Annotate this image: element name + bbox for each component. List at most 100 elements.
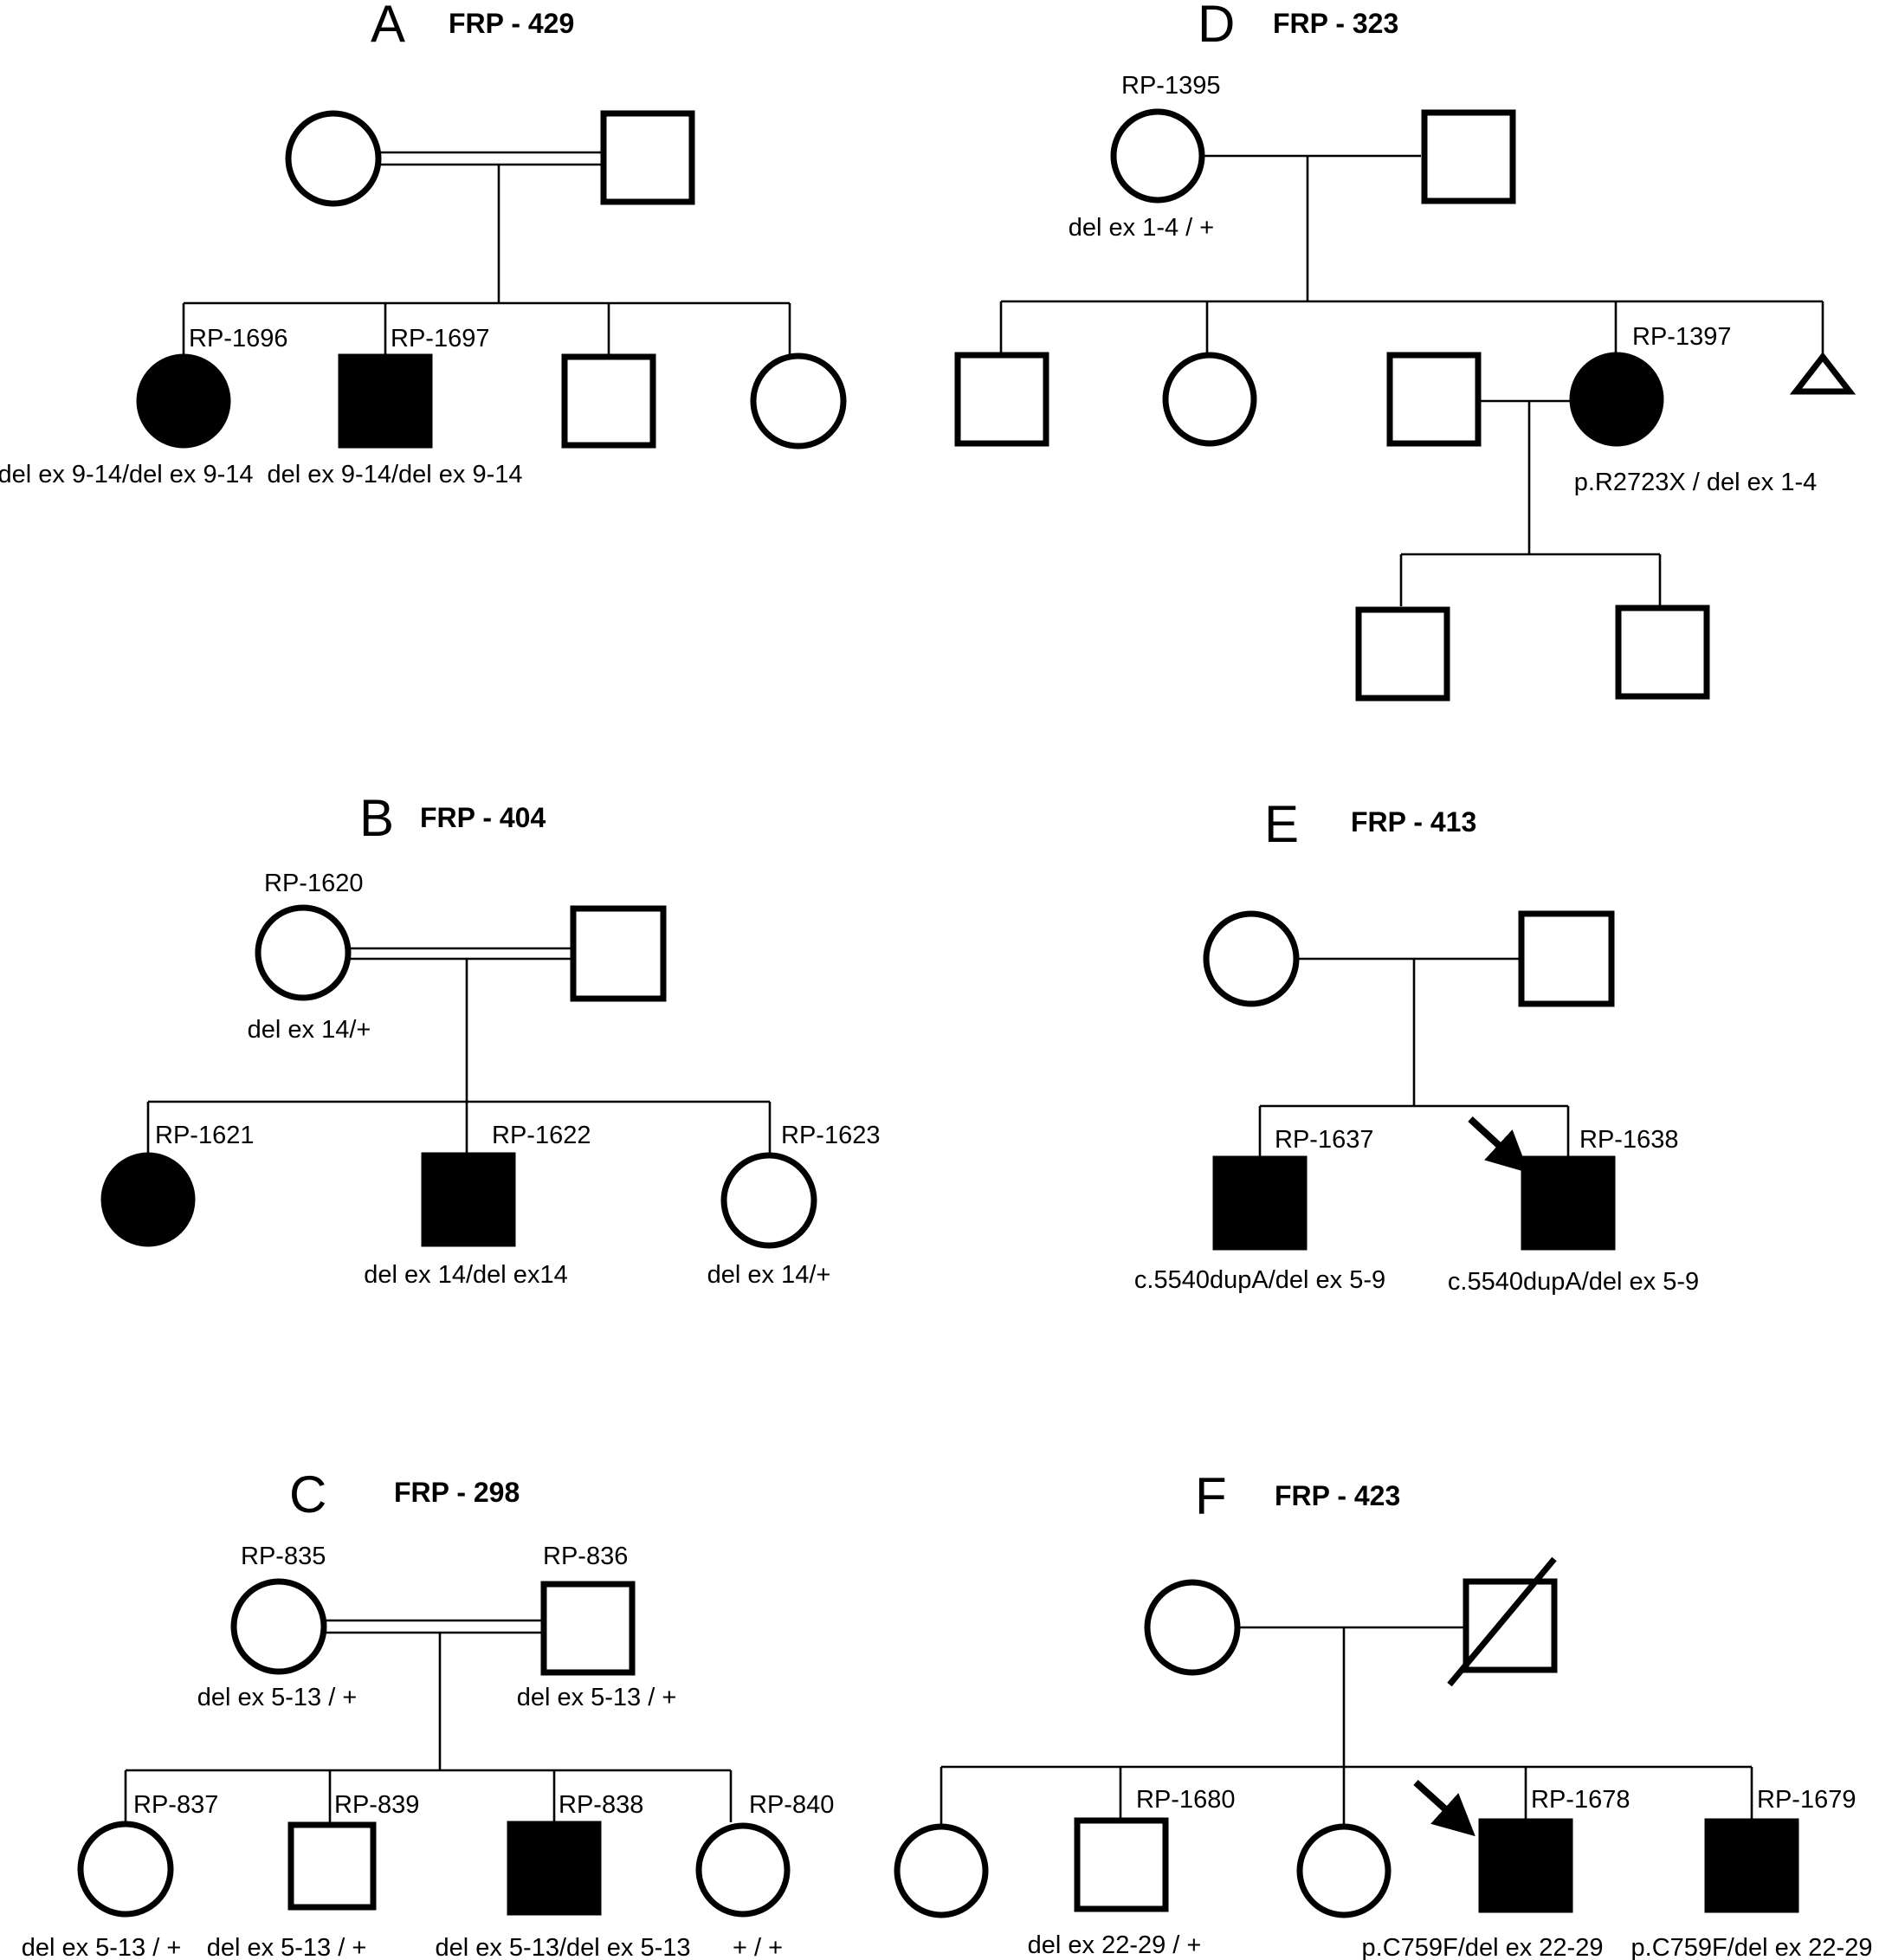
id-rp835: RP-835 <box>241 1543 326 1570</box>
lines-c <box>124 1619 733 1822</box>
genotype-rp1620: del ex 14/+ <box>248 1016 371 1044</box>
father-b <box>570 905 667 1002</box>
lines-f <box>940 1626 1753 1826</box>
panel-letter-a: A <box>371 0 405 53</box>
panel-b: B FRP - 404 RP-1620 del ex 14/+ RP-1621 … <box>100 789 880 1289</box>
panel-d: D FRP - 323 RP-1395 del ex 1-4 / + RP-13… <box>954 0 1856 702</box>
genotype-rp837: del ex 5-13 / + <box>22 1934 182 1960</box>
id-rp1397: RP-1397 <box>1632 323 1731 351</box>
panel-f: F FRP - 423 RP-1680 RP-1678 RP-1679 del … <box>894 1467 1873 1960</box>
child-a-4 <box>750 353 847 450</box>
id-rp837: RP-837 <box>133 1791 218 1819</box>
grandchild-d-2 <box>1615 605 1710 700</box>
grandchild-d-1 <box>1355 606 1450 702</box>
child-d-3-spouse <box>1386 352 1482 447</box>
genotype-rp840: + / + <box>733 1934 783 1960</box>
id-rp1395: RP-1395 <box>1121 72 1220 100</box>
child-c-rp839 <box>287 1821 377 1911</box>
mother-d-rp1395 <box>1110 108 1205 204</box>
panel-letter-e: E <box>1264 795 1299 853</box>
id-rp836: RP-836 <box>543 1543 628 1570</box>
genotype-rp1638: c.5540dupA/del ex 5-9 <box>1448 1268 1699 1296</box>
mother-a <box>285 110 382 207</box>
father-e <box>1518 910 1615 1007</box>
lines-a <box>182 151 791 355</box>
panel-e: E FRP - 413 RP-1637 RP-1638 c.5540dupA/d… <box>1134 795 1699 1296</box>
genotype-rp838: del ex 5-13/del ex 5-13 <box>435 1934 690 1960</box>
genotype-rp1680: del ex 22-29 / + <box>1028 1931 1202 1959</box>
child-c-rp837 <box>77 1821 174 1918</box>
child-e-rp1637 <box>1212 1155 1308 1251</box>
child-b-rp1623 <box>720 1152 817 1249</box>
panel-letter-d: D <box>1198 0 1235 53</box>
child-c-rp840 <box>695 1822 791 1918</box>
child-d-2 <box>1162 352 1257 447</box>
lines-b <box>146 947 772 1157</box>
id-rp1679: RP-1679 <box>1757 1786 1856 1814</box>
family-id-a: FRP - 429 <box>449 8 574 39</box>
child-c-rp838 <box>507 1821 602 1916</box>
child-a-3 <box>561 353 656 449</box>
panel-letter-f: F <box>1195 1467 1227 1525</box>
child-f-rp1680 <box>1074 1817 1169 1912</box>
family-id-c: FRP - 298 <box>394 1477 520 1508</box>
child-d-rp1397 <box>1569 352 1664 447</box>
genotype-rp1696: del ex 9-14/del ex 9-14 <box>0 461 254 488</box>
genotype-rp1623: del ex 14/+ <box>707 1261 831 1289</box>
proband-arrow-f <box>1413 1780 1476 1837</box>
mother-e <box>1203 910 1300 1007</box>
genotype-rp1397: p.R2723X / del ex 1-4 <box>1574 469 1818 496</box>
genotype-rp1395: del ex 1-4 / + <box>1069 214 1214 242</box>
id-rp1696: RP-1696 <box>189 325 287 353</box>
child-e-rp1638 <box>1521 1155 1616 1251</box>
id-rp840: RP-840 <box>749 1791 834 1819</box>
child-f-rp1679 <box>1704 1818 1799 1913</box>
genotype-rp835: del ex 5-13 / + <box>197 1684 358 1711</box>
family-id-f: FRP - 423 <box>1275 1480 1400 1511</box>
mother-c-rp835 <box>230 1578 327 1675</box>
proband-arrow-e <box>1468 1116 1529 1174</box>
id-rp838: RP-838 <box>559 1791 643 1819</box>
deceased-slash-f <box>1447 1556 1557 1687</box>
child-d-1 <box>954 352 1049 447</box>
id-rp1637: RP-1637 <box>1275 1126 1373 1154</box>
panel-letter-c: C <box>289 1465 326 1523</box>
id-rp1623: RP-1623 <box>781 1122 880 1149</box>
id-rp1638: RP-1638 <box>1579 1126 1678 1154</box>
genotype-rp1637: c.5540dupA/del ex 5-9 <box>1134 1266 1385 1294</box>
id-rp1697: RP-1697 <box>391 325 489 353</box>
id-rp1622: RP-1622 <box>492 1122 591 1149</box>
child-f-rp1678 <box>1478 1818 1573 1913</box>
child-b-rp1621 <box>100 1152 196 1247</box>
id-rp1620: RP-1620 <box>264 870 363 897</box>
genotype-rp839: del ex 5-13 / + <box>207 1934 367 1960</box>
genotype-rp1679: p.C759F/del ex 22-29 <box>1631 1934 1873 1960</box>
father-c-rp836 <box>540 1581 636 1676</box>
genotype-rp1622: del ex 14/del ex14 <box>364 1261 567 1289</box>
id-rp1621: RP-1621 <box>155 1122 254 1149</box>
genotype-rp1678: p.C759F/del ex 22-29 <box>1362 1934 1604 1960</box>
family-id-b: FRP - 404 <box>420 802 546 833</box>
id-rp1680: RP-1680 <box>1136 1786 1235 1814</box>
child-f-3 <box>1296 1823 1392 1918</box>
panel-letter-b: B <box>359 789 394 847</box>
panel-a: A FRP - 429 RP-1696 RP-1697 del ex 9-14/… <box>0 0 847 488</box>
genotype-rp836: del ex 5-13 / + <box>517 1684 677 1711</box>
id-rp839: RP-839 <box>334 1791 419 1819</box>
miscarriage-d <box>1789 352 1856 395</box>
family-id-e: FRP - 413 <box>1351 806 1476 838</box>
id-rp1678: RP-1678 <box>1531 1786 1630 1814</box>
child-f-1 <box>894 1823 989 1918</box>
child-b-rp1622 <box>421 1152 516 1247</box>
father-d <box>1421 109 1516 204</box>
family-id-d: FRP - 323 <box>1273 8 1398 39</box>
genotype-rp1697: del ex 9-14/del ex 9-14 <box>267 461 522 488</box>
father-a <box>600 110 695 205</box>
lines-d <box>999 154 1824 606</box>
panel-c: C FRP - 298 RP-835 RP-836 del ex 5-13 / … <box>22 1465 835 1960</box>
mother-b-rp1620 <box>255 904 352 1001</box>
lines-e <box>1258 957 1570 1156</box>
child-a-rp1697 <box>338 353 433 449</box>
child-a-rp1696 <box>136 353 231 449</box>
